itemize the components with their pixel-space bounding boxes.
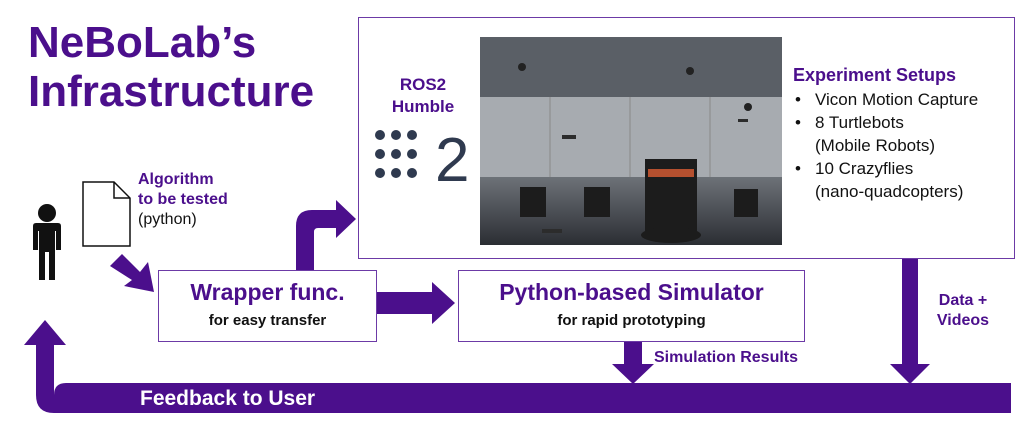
data-videos-line-2: Videos (936, 312, 990, 329)
simulator-title: Python-based Simulator (499, 279, 764, 305)
algorithm-label: Algorithm to be tested (python) (138, 170, 228, 230)
setups-heading: Experiment Setups (793, 65, 957, 85)
crazyflie-drones (542, 119, 748, 233)
setup-item-note: (Mobile Robots) (815, 136, 935, 155)
feedback-label: Feedback to User (140, 387, 316, 410)
feedback-arrow (24, 320, 1011, 413)
document-icon (82, 181, 131, 247)
wrapper-to-lab-arrow (296, 200, 356, 270)
person-to-wrapper-arrow (110, 254, 154, 292)
ros-logo-number: 2 (435, 126, 469, 187)
simulator-box: Python-based Simulator for rapid prototy… (458, 270, 805, 342)
ros-label: ROS2 Humble (388, 74, 458, 118)
simulation-results-arrow (612, 340, 654, 384)
simulation-results-label: Simulation Results (654, 349, 799, 366)
setup-item: 10 Crazyflies (793, 157, 978, 180)
wrapper-to-simulator-arrow (375, 282, 455, 324)
ros-line-2: Humble (391, 97, 455, 116)
setup-item-note: (nano-quadcopters) (815, 182, 964, 201)
data-videos-label: Data + Videos (931, 291, 995, 331)
data-videos-line-1: Data + (938, 292, 988, 309)
ros-line-1: ROS2 (399, 75, 447, 94)
wrapper-box: Wrapper func. for easy transfer (158, 270, 377, 342)
data-videos-arrow (890, 257, 930, 384)
ros-logo-icon: 2 (375, 126, 469, 187)
wrapper-title: Wrapper func. (190, 279, 345, 305)
page-title: NeBoLab’s Infrastructure (28, 18, 314, 116)
simulator-subtitle: for rapid prototyping (557, 312, 706, 329)
title-line-1: NeBoLab’s (28, 18, 257, 67)
setup-item: 8 Turtlebots (793, 111, 978, 134)
person-icon (33, 204, 61, 280)
wrapper-subtitle: for easy transfer (208, 312, 327, 329)
algorithm-line-3: (python) (138, 211, 197, 228)
experiment-setups: Experiment Setups Vicon Motion Capture 8… (793, 64, 978, 203)
algorithm-line-2: to be tested (138, 191, 228, 208)
lab-photo (480, 37, 782, 245)
title-line-2: Infrastructure (28, 67, 315, 116)
setup-item: Vicon Motion Capture (793, 88, 978, 111)
algorithm-line-1: Algorithm (138, 171, 214, 188)
